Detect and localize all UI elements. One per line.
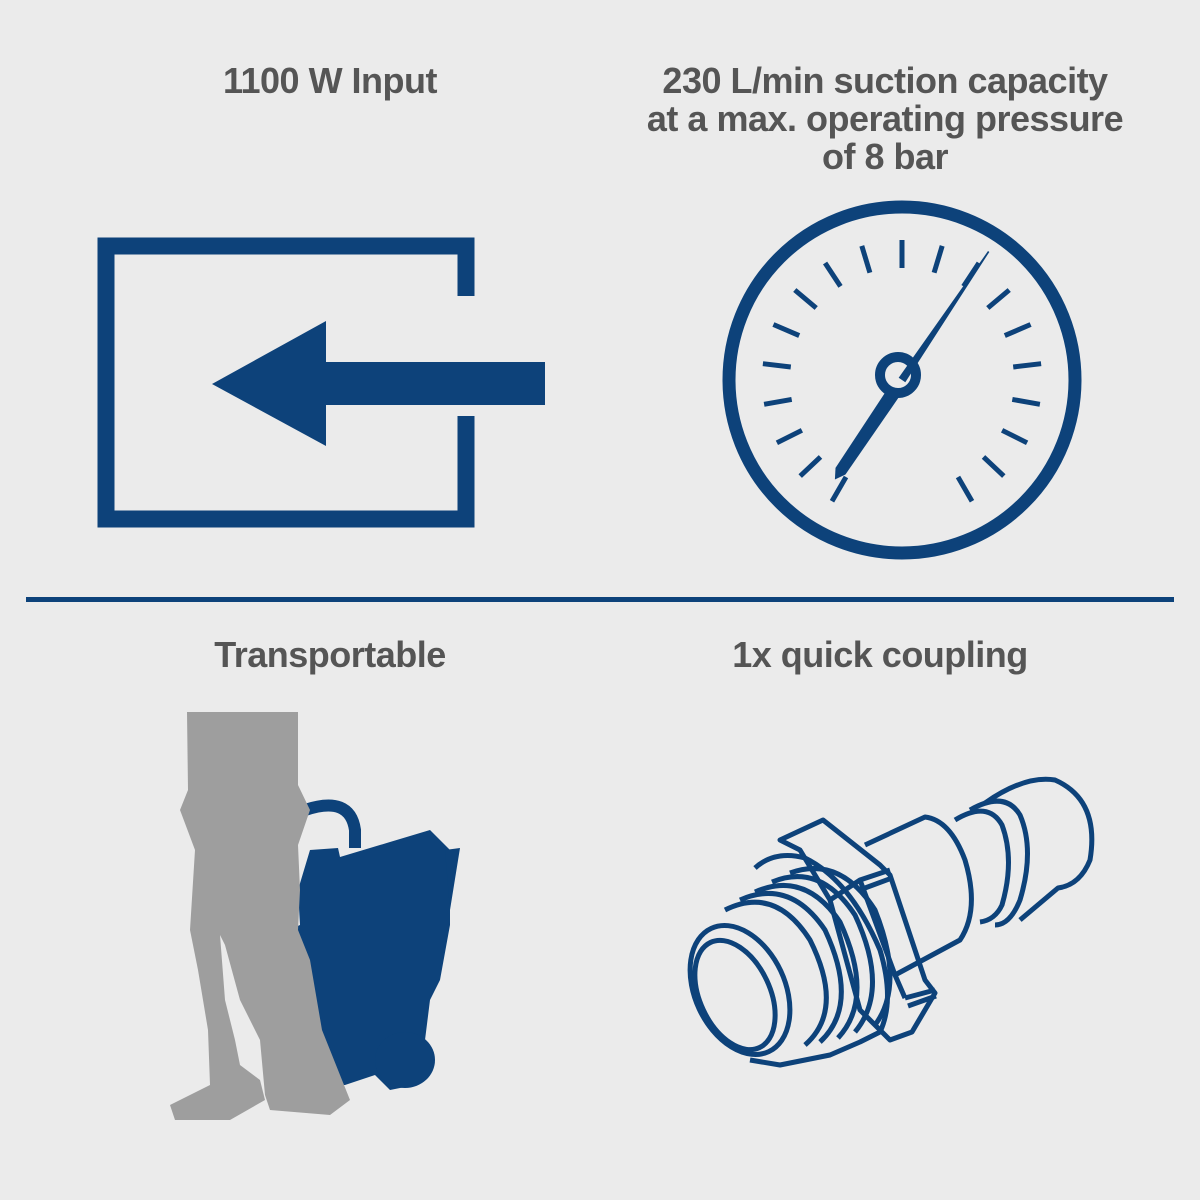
- person-carrying-compressor-icon: [170, 712, 460, 1120]
- section-divider: [26, 597, 1174, 602]
- power-input-icon: [97, 237, 545, 528]
- quick-coupling-icon: [687, 776, 1095, 1068]
- feature-title-transportable: Transportable: [214, 634, 446, 675]
- feature-title-quick-coupling: 1x quick coupling: [732, 634, 1028, 675]
- feature-title-power-input: 1100 W Input: [222, 60, 438, 101]
- pressure-gauge-icon: [722, 200, 1082, 560]
